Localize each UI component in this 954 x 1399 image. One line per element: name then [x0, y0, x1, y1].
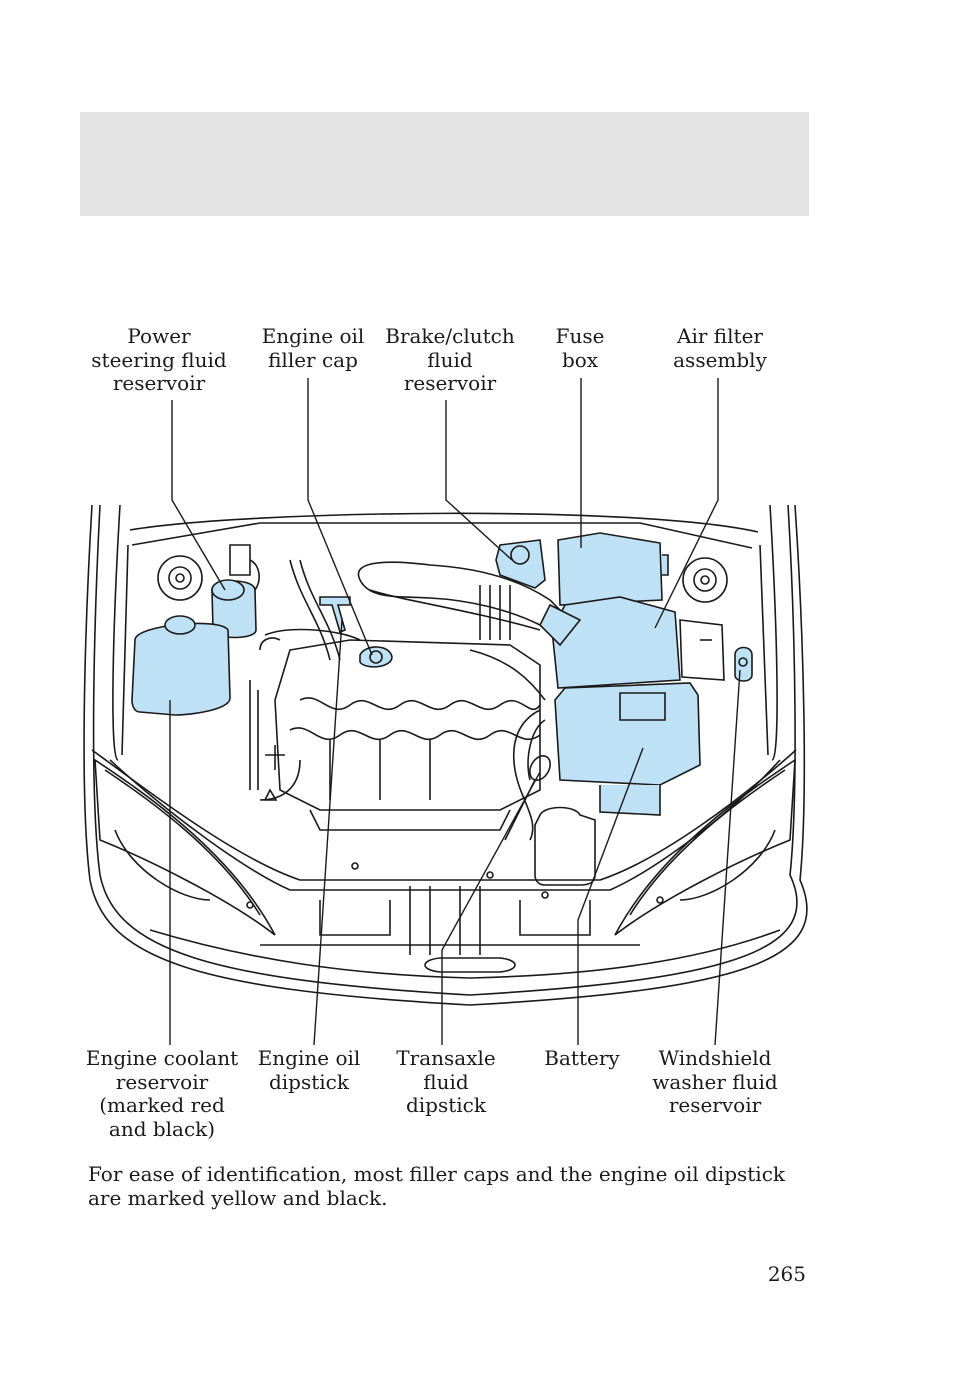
filler-cap-note: For ease of identification, most filler … [88, 1162, 786, 1210]
label-engine-oil-filler-cap: Engine oil filler cap [261, 324, 365, 372]
right-headlamp [614, 758, 796, 936]
left-strut-tower [157, 555, 203, 601]
label-air-filter-assembly: Air filter assembly [673, 324, 767, 372]
label-power-steering-reservoir: Power steering fluid reservoir [91, 324, 227, 395]
leader-air-filter [654, 378, 719, 629]
leader-power-steering [171, 400, 226, 591]
header-band [80, 112, 809, 216]
leader-battery [577, 747, 644, 1045]
label-battery: Battery [544, 1046, 620, 1070]
leader-oil-dipstick [313, 619, 343, 1046]
label-engine-oil-dipstick: Engine oil dipstick [257, 1046, 361, 1094]
leader-oil-cap [307, 378, 373, 656]
page-number: 265 [767, 1262, 806, 1286]
leader-transaxle [441, 771, 541, 1045]
label-engine-coolant-reservoir: Engine coolant reservoir (marked red and… [85, 1046, 239, 1141]
air-filter-assembly [551, 596, 681, 689]
leader-washer [714, 669, 741, 1046]
coolant-reservoir [131, 622, 231, 716]
right-strut-tower [682, 557, 728, 603]
transaxle-dipstick-handle [529, 755, 551, 781]
left-headlamp [94, 758, 276, 936]
label-windshield-washer-reservoir: Windshield washer fluid reservoir [652, 1046, 778, 1117]
oil-dipstick-handle [319, 596, 351, 634]
fuse-box [557, 532, 663, 606]
washer-bottle-body [534, 806, 596, 886]
car-body-outline [83, 504, 808, 1006]
label-brake-clutch-reservoir: Brake/clutch fluid reservoir [385, 324, 515, 395]
label-transaxle-fluid-dipstick: Transaxle fluid dipstick [396, 1046, 496, 1117]
engine-cover [274, 639, 541, 811]
front-crossmember [91, 749, 797, 881]
leader-brake [445, 400, 513, 561]
label-fuse-box: Fuse box [555, 324, 605, 372]
